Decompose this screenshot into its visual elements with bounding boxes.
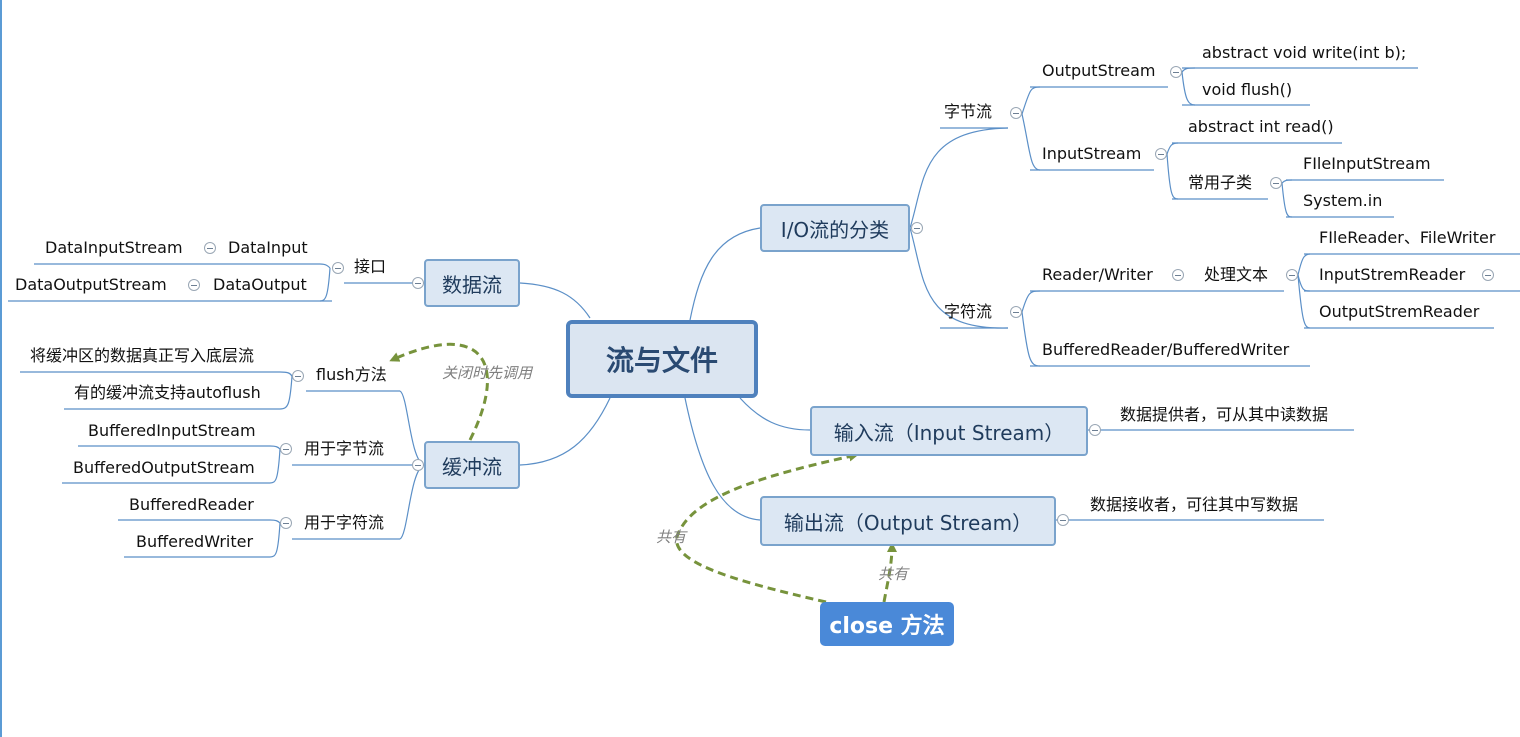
label-data-input[interactable]: DataInput <box>228 238 308 257</box>
label-file-input-stream[interactable]: FIleInputStream <box>1303 154 1431 173</box>
link-io-char <box>909 227 1009 329</box>
relation-label-shared-right: 共有 <box>878 565 909 583</box>
relation-shared-output <box>882 542 897 603</box>
collapse-icon[interactable] <box>1057 514 1069 526</box>
link-interface-datainput <box>319 263 331 269</box>
label-data-output[interactable]: DataOutput <box>213 275 307 294</box>
topic-data-stream[interactable]: 数据流 <box>424 259 520 307</box>
central-topic[interactable]: 流与文件 <box>566 320 758 398</box>
label-process-text[interactable]: 处理文本 <box>1204 265 1269 284</box>
label-output-strem-reader[interactable]: OutputStremReader <box>1319 302 1480 321</box>
topic-close-method[interactable]: close 方法 <box>820 602 954 646</box>
link-bytes-bos <box>269 448 281 484</box>
label-buffered-output-stream[interactable]: BufferedOutputStream <box>73 458 255 477</box>
label-input-desc[interactable]: 数据提供者，可从其中读数据 <box>1120 405 1329 424</box>
link-central-datastream <box>519 282 591 319</box>
label-data-input-stream[interactable]: DataInputStream <box>45 238 183 257</box>
collapse-icon[interactable] <box>1270 177 1282 189</box>
relation-shared-input <box>675 451 859 604</box>
collapse-icon[interactable] <box>911 222 923 234</box>
label-flush-note-2[interactable]: 有的缓冲流支持autoflush <box>74 383 261 402</box>
collapse-icon[interactable] <box>280 517 292 529</box>
link-bytes-bis <box>269 445 281 450</box>
collapse-icon[interactable] <box>332 262 344 274</box>
link-chars-br <box>269 519 281 524</box>
label-buffered-reader[interactable]: BufferedReader <box>129 495 254 514</box>
link-input-read <box>1166 142 1179 155</box>
collapse-icon[interactable] <box>1155 148 1167 160</box>
window-edge <box>0 0 2 737</box>
label-output-desc[interactable]: 数据接收者，可往其中写数据 <box>1090 495 1299 514</box>
collapse-icon[interactable] <box>412 459 424 471</box>
label-input-strem-reader[interactable]: InputStremReader <box>1319 265 1466 284</box>
collapse-icon[interactable] <box>280 443 292 455</box>
link-byte-output <box>1021 86 1041 115</box>
link-input-common <box>1166 153 1179 200</box>
label-reader-writer[interactable]: Reader/Writer <box>1042 265 1153 284</box>
topic-output-stream[interactable]: 输出流（Output Stream） <box>760 496 1056 546</box>
label-output-stream[interactable]: OutputStream <box>1042 61 1156 80</box>
link-process-filereader <box>1297 253 1311 276</box>
topic-buffered-stream[interactable]: 缓冲流 <box>424 441 520 489</box>
label-flush-method[interactable]: void flush() <box>1202 80 1293 99</box>
collapse-icon[interactable] <box>204 242 216 254</box>
collapse-icon[interactable] <box>1172 269 1184 281</box>
label-interface[interactable]: 接口 <box>354 257 387 276</box>
collapse-icon[interactable] <box>412 277 424 289</box>
label-input-stream[interactable]: InputStream <box>1042 144 1142 163</box>
label-for-chars[interactable]: 用于字符流 <box>304 513 385 532</box>
link-buffer-chars <box>399 464 425 540</box>
label-write-method[interactable]: abstract void write(int b); <box>1202 43 1407 62</box>
relation-label-shared-left: 共有 <box>656 528 687 546</box>
collapse-icon[interactable] <box>292 370 304 382</box>
topic-io-classification[interactable]: I/O流的分类 <box>760 204 910 252</box>
link-char-readerwriter <box>1021 290 1041 313</box>
link-flush-note2 <box>279 375 293 410</box>
label-char-stream[interactable]: 字符流 <box>944 302 993 321</box>
link-chars-bw <box>269 522 281 558</box>
label-byte-stream[interactable]: 字节流 <box>944 102 993 121</box>
link-central-buffer <box>519 397 611 466</box>
link-central-io <box>689 227 761 321</box>
link-interface-dataoutput <box>319 267 331 302</box>
link-byte-input <box>1021 113 1041 171</box>
link-central-output <box>684 397 761 521</box>
label-buffered-writer[interactable]: BufferedWriter <box>136 532 254 551</box>
label-flush-note-1[interactable]: 将缓冲区的数据真正写入底层流 <box>30 346 255 365</box>
label-common-subclasses[interactable]: 常用子类 <box>1188 173 1253 192</box>
link-buffer-flush <box>399 390 425 466</box>
link-common-systemin <box>1281 182 1293 218</box>
label-buffered-input-stream[interactable]: BufferedInputStream <box>88 421 256 440</box>
label-flush[interactable]: flush方法 <box>316 365 387 384</box>
label-for-bytes[interactable]: 用于字节流 <box>304 439 385 458</box>
collapse-icon[interactable] <box>188 279 200 291</box>
collapse-icon[interactable] <box>1010 306 1022 318</box>
label-data-output-stream[interactable]: DataOutputStream <box>15 275 167 294</box>
collapse-icon[interactable] <box>1010 107 1022 119</box>
label-system-in[interactable]: System.in <box>1303 191 1383 210</box>
collapse-icon[interactable] <box>1170 66 1182 78</box>
link-central-input <box>739 397 811 431</box>
collapse-icon[interactable] <box>1482 269 1494 281</box>
link-flush-note1 <box>279 371 293 377</box>
collapse-icon[interactable] <box>1089 424 1101 436</box>
relation-close-first <box>389 342 489 441</box>
link-io-byte <box>909 127 1009 229</box>
label-read-method[interactable]: abstract int read() <box>1188 117 1334 136</box>
label-file-reader-writer[interactable]: FIleReader、FileWriter <box>1319 228 1496 247</box>
label-buffered-reader-writer[interactable]: BufferedReader/BufferedWriter <box>1042 340 1290 359</box>
link-char-buffered <box>1021 311 1041 367</box>
topic-input-stream[interactable]: 输入流（Input Stream） <box>810 406 1088 456</box>
relation-label-close-first: 关闭时先调用 <box>442 364 533 382</box>
collapse-icon[interactable] <box>1286 269 1298 281</box>
link-output-flush <box>1181 71 1196 106</box>
